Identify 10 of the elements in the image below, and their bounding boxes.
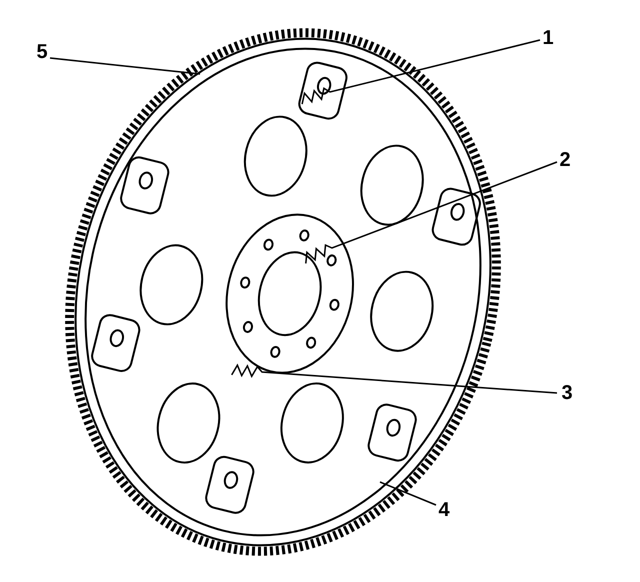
callout-number: 5 [34,42,50,62]
leader-line [380,481,436,506]
callout-number: 1 [540,28,556,48]
callout-number: 4 [436,500,452,520]
leader-line [305,161,558,264]
callout-number: 2 [557,150,573,170]
leader-line [301,39,540,104]
leader-line [231,364,558,394]
callout-number: 3 [559,383,575,403]
leader-line [50,57,200,75]
